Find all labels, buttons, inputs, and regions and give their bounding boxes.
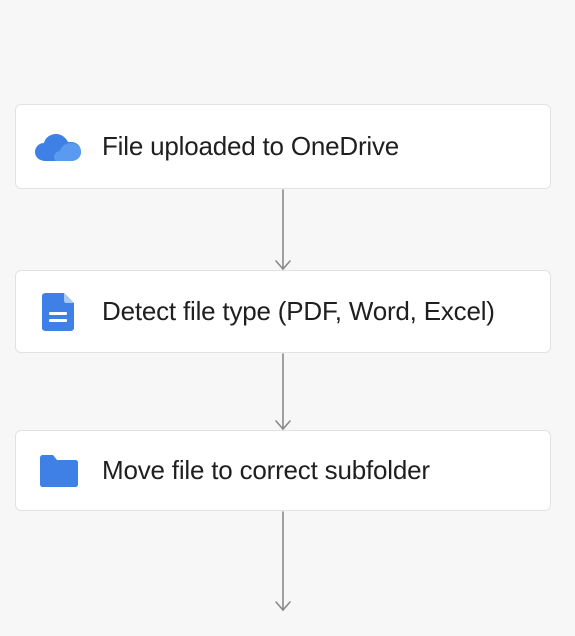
document-icon xyxy=(34,288,82,336)
step-label: Detect file type (PDF, Word, Excel) xyxy=(102,296,495,326)
step-label: Move file to correct subfolder xyxy=(102,455,430,485)
arrowhead-3 xyxy=(275,601,291,612)
step-detect-file-type: Detect file type (PDF, Word, Excel) xyxy=(15,270,551,353)
onedrive-cloud-icon xyxy=(34,123,82,171)
arrowhead-2 xyxy=(275,420,291,431)
folder-icon xyxy=(34,447,82,495)
arrowhead-1 xyxy=(275,260,291,271)
step-file-uploaded: File uploaded to OneDrive xyxy=(15,104,551,189)
step-move-file: Move file to correct subfolder xyxy=(15,430,551,511)
step-label: File uploaded to OneDrive xyxy=(102,131,400,161)
